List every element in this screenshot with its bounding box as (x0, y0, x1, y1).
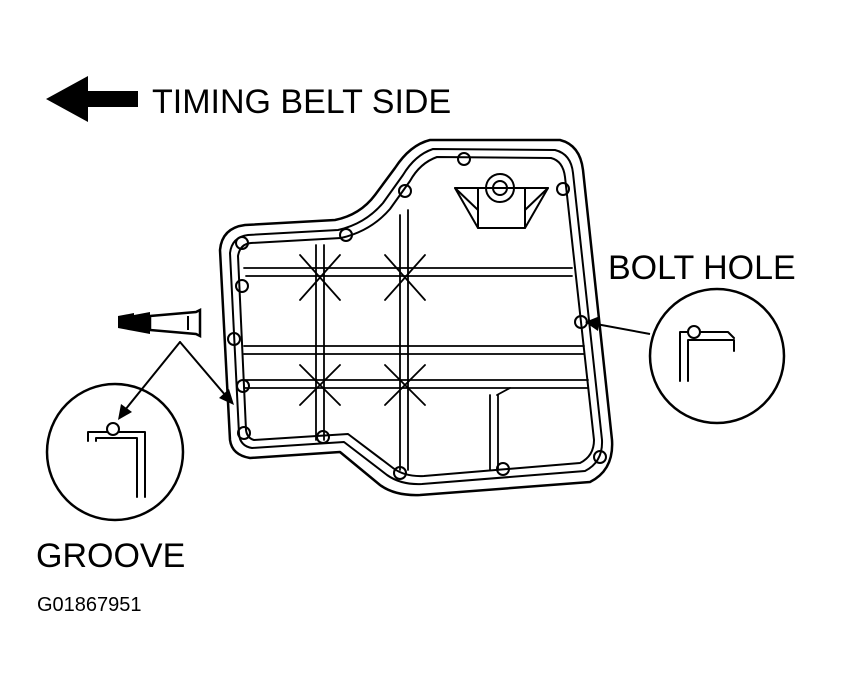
timing-belt-side-label: TIMING BELT SIDE (152, 83, 451, 121)
oil-pan-outline (218, 138, 614, 497)
sealant-leader-lines (118, 341, 234, 420)
bolt-hole-detail-callout (585, 287, 786, 425)
figure-id-label: G01867951 (37, 594, 142, 616)
drain-plug-boss (454, 173, 549, 229)
sealant-tube-icon (118, 307, 202, 339)
bolt-hole-label: BOLT HOLE (608, 249, 796, 287)
sealant-bead-outer (229, 148, 604, 486)
oil-pan-ribs (243, 209, 589, 471)
left-arrow-icon (46, 76, 138, 122)
groove-label: GROOVE (36, 537, 185, 575)
bolt-holes (227, 152, 607, 480)
groove-detail-callout (45, 382, 185, 522)
sealant-bead-inner (237, 156, 595, 478)
